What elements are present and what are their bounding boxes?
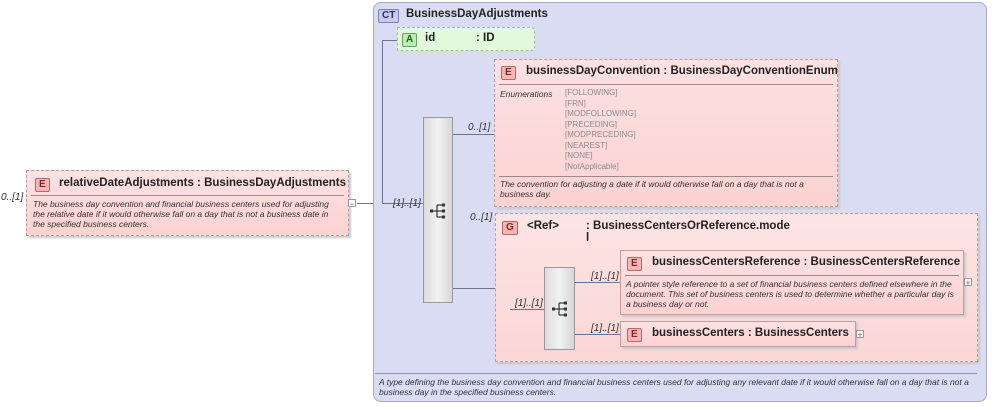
expand-toggle[interactable]: +	[856, 330, 864, 340]
enumeration-value: [NEAREST]	[565, 140, 608, 150]
connector	[575, 334, 620, 335]
connector	[575, 282, 620, 283]
complex-type-badge: CT	[378, 9, 400, 23]
bdc-element-name: businessDayConvention : BusinessDayConve…	[526, 65, 838, 77]
inner-sequence-multiplicity: [1]..[1]	[515, 298, 543, 309]
enumerations-label: Enumerations	[500, 89, 553, 99]
divider	[375, 373, 977, 374]
bc-multiplicity: [1]..[1]	[591, 323, 619, 334]
group-multiplicity: 0..[1]	[470, 212, 493, 223]
root-element-box[interactable]: E relativeDateAdjustments : BusinessDayA…	[26, 170, 349, 236]
enumeration-value: [MODPRECEDING]	[565, 130, 636, 139]
connector	[382, 40, 399, 41]
bdc-element-doc: The convention for adjusting a date if i…	[500, 179, 804, 199]
divider	[625, 275, 959, 276]
connector	[510, 309, 544, 310]
collapse-toggle[interactable]: −	[348, 199, 356, 209]
bcr-element-name: businessCentersReference : BusinessCente…	[652, 256, 961, 268]
complex-type-name: BusinessDayAdjustments	[406, 8, 548, 20]
enumeration-value: [NONE]	[565, 151, 593, 160]
bcr-multiplicity: [1]..[1]	[591, 271, 619, 282]
group-ref: <Ref>	[527, 220, 559, 232]
root-element-name: relativeDateAdjustments : BusinessDayAdj…	[59, 177, 346, 189]
enumeration-value: [NotApplicable]	[565, 161, 619, 171]
sequence-icon	[430, 203, 445, 219]
element-badge: E	[35, 178, 50, 192]
enumeration-list: [FOLLOWING][FRN][MODFOLLOWING][PRECEDING…	[565, 88, 636, 172]
bdc-element-box[interactable]: E businessDayConvention : BusinessDayCon…	[494, 59, 838, 207]
sequence-multiplicity: [1]..[1]	[393, 198, 421, 209]
root-multiplicity: 0..[1]	[1, 192, 24, 203]
connector	[382, 203, 423, 204]
sequence-compositor[interactable]	[423, 117, 453, 303]
divider	[31, 195, 344, 196]
element-badge: E	[627, 257, 642, 271]
bcr-element-box[interactable]: E businessCentersReference : BusinessCen…	[620, 250, 964, 315]
root-element-doc: The business day convention and financia…	[33, 199, 329, 229]
group-name-wrap: l	[586, 232, 590, 244]
enumeration-value: [PRECEDING]	[565, 119, 618, 129]
connector	[453, 134, 494, 135]
enumeration-value: [FRN]	[565, 98, 586, 108]
bdc-multiplicity: 0..[1]	[468, 122, 491, 133]
enumeration-value: [FOLLOWING]	[565, 88, 618, 97]
bc-element-name: businessCenters : BusinessCenters	[652, 327, 849, 339]
attribute-type: : ID	[476, 32, 495, 44]
connector	[453, 288, 495, 289]
bcr-element-doc: A pointer style reference to a set of fi…	[626, 279, 954, 309]
enumeration-value: [MODFOLLOWING]	[565, 109, 637, 118]
complex-type-doc: A type defining the business day convent…	[379, 377, 969, 397]
divider	[499, 176, 833, 177]
group-badge: G	[502, 221, 518, 235]
element-badge: E	[501, 66, 516, 80]
expand-toggle[interactable]: +	[964, 278, 972, 288]
connector	[382, 40, 383, 203]
attribute-badge: A	[402, 33, 418, 47]
inner-sequence-compositor[interactable]	[544, 267, 575, 350]
connector	[357, 203, 382, 204]
sequence-icon	[552, 301, 567, 317]
bc-element-box[interactable]: E businessCenters : BusinessCenters	[620, 321, 856, 347]
attribute-box[interactable]: A id : ID	[397, 27, 535, 51]
divider	[499, 84, 833, 85]
attribute-name: id	[425, 32, 436, 44]
element-badge: E	[627, 328, 642, 342]
group-name: : BusinessCentersOrReference.mode	[586, 220, 790, 232]
